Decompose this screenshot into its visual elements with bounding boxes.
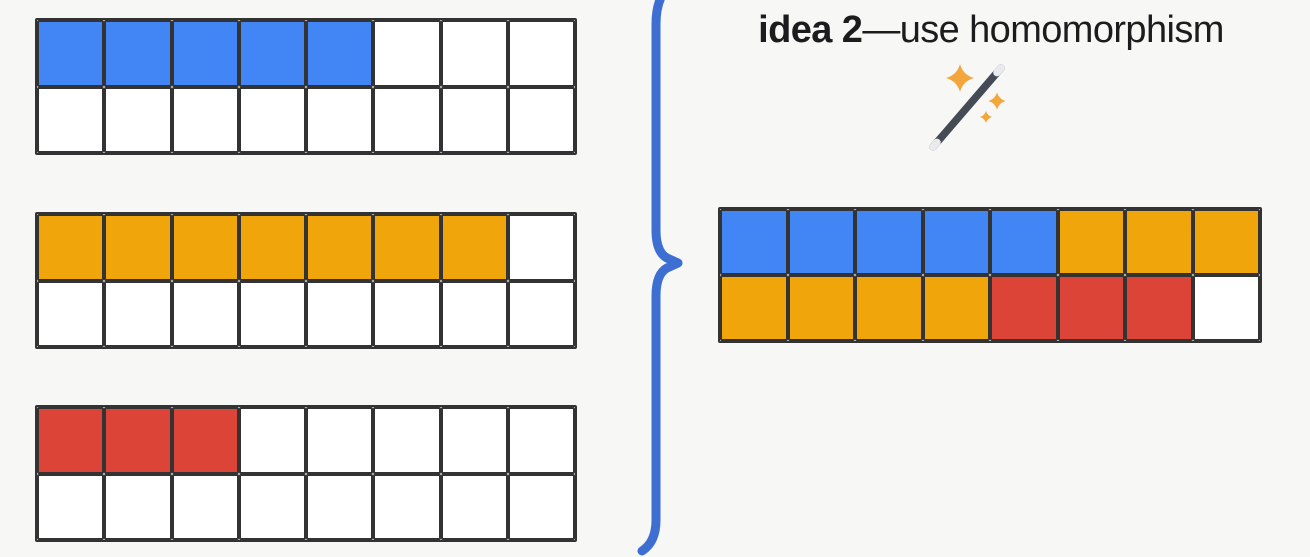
cell-result-r0c6-orange (1125, 209, 1193, 275)
cell-addend2-r1c0-white (37, 280, 105, 347)
curly-brace-path (637, 0, 683, 556)
cell-addend2-r0c1-orange (104, 214, 172, 281)
cell-addend1-r1c7-white (507, 86, 575, 153)
cell-result-r1c4-red (990, 275, 1058, 341)
cell-result-r1c1-orange (787, 275, 855, 341)
cell-result-r1c5-red (1057, 275, 1125, 341)
cell-addend2-r0c5-orange (373, 214, 441, 281)
cell-addend1-r1c5-white (373, 86, 441, 153)
cell-addend3-r0c0-red (37, 407, 105, 474)
cell-result-r0c1-blue (787, 209, 855, 275)
result-grid (718, 207, 1262, 343)
cell-addend2-r0c2-orange (171, 214, 239, 281)
cell-addend1-r1c3-white (238, 86, 306, 153)
cell-addend2-r1c2-white (171, 280, 239, 347)
cell-addend3-r1c4-white (306, 473, 374, 540)
cell-result-r0c5-orange (1057, 209, 1125, 275)
cell-result-r1c0-orange (720, 275, 788, 341)
title-rest: —use homomorphism (862, 9, 1224, 51)
cell-addend2-r1c6-white (440, 280, 508, 347)
cell-addend2-r0c3-orange (238, 214, 306, 281)
cell-addend3-r0c2-red (171, 407, 239, 474)
cell-addend3-r1c6-white (440, 473, 508, 540)
cell-result-r0c2-blue (855, 209, 923, 275)
addend-grid-3 (35, 405, 577, 542)
cell-addend1-r0c1-blue (104, 20, 172, 87)
cell-addend1-r1c2-white (171, 86, 239, 153)
cell-result-r1c6-red (1125, 275, 1193, 341)
cell-addend1-r0c0-blue (37, 20, 105, 87)
cell-addend3-r0c7-white (507, 407, 575, 474)
wand-stick (929, 64, 1005, 151)
cell-addend3-r0c4-white (306, 407, 374, 474)
cell-addend1-r0c6-white (440, 20, 508, 87)
cell-addend2-r1c4-white (306, 280, 374, 347)
cell-addend1-r0c2-blue (171, 20, 239, 87)
cell-addend3-r1c3-white (238, 473, 306, 540)
slide-title: idea 2—use homomorphism (711, 8, 1271, 54)
cell-result-r0c3-blue (922, 209, 990, 275)
cell-addend1-r0c7-white (507, 20, 575, 87)
cell-addend1-r0c5-white (373, 20, 441, 87)
cell-addend2-r1c5-white (373, 280, 441, 347)
cell-addend3-r1c7-white (507, 473, 575, 540)
cell-addend3-r1c5-white (373, 473, 441, 540)
cell-result-r0c4-blue (990, 209, 1058, 275)
cell-addend1-r1c6-white (440, 86, 508, 153)
wand-tip-top (993, 64, 1005, 77)
cell-addend1-r1c0-white (37, 86, 105, 153)
cell-addend2-r0c4-orange (306, 214, 374, 281)
cell-result-r0c7-orange (1192, 209, 1260, 275)
sparkle-medium-icon (988, 92, 1006, 110)
cell-addend1-r0c3-blue (238, 20, 306, 87)
cell-addend3-r1c0-white (37, 473, 105, 540)
cell-addend2-r0c0-orange (37, 214, 105, 281)
cell-addend2-r0c6-orange (440, 214, 508, 281)
sparkle-small-icon (980, 111, 992, 123)
cell-addend2-r1c7-white (507, 280, 575, 347)
curly-brace (637, 0, 683, 556)
sparkle-large-icon (946, 64, 974, 92)
cell-addend3-r0c5-white (373, 407, 441, 474)
cell-addend3-r1c2-white (171, 473, 239, 540)
cell-result-r1c2-orange (855, 275, 923, 341)
cell-addend2-r0c7-white (507, 214, 575, 281)
magic-wand-icon (929, 64, 1006, 151)
cell-addend3-r0c6-white (440, 407, 508, 474)
cell-addend3-r1c1-white (104, 473, 172, 540)
cell-result-r1c3-orange (922, 275, 990, 341)
cell-addend2-r1c1-white (104, 280, 172, 347)
cell-addend2-r1c3-white (238, 280, 306, 347)
cell-result-r0c0-blue (720, 209, 788, 275)
addend-grid-1 (35, 18, 577, 155)
cell-addend1-r1c4-white (306, 86, 374, 153)
addend-grid-2 (35, 212, 577, 349)
cell-addend3-r0c3-white (238, 407, 306, 474)
cell-addend1-r0c4-blue (306, 20, 374, 87)
cell-addend1-r1c1-white (104, 86, 172, 153)
cell-result-r1c7-white (1192, 275, 1260, 341)
wand-tip-bottom (929, 138, 941, 151)
title-bold: idea 2 (758, 9, 863, 51)
cell-addend3-r0c1-red (104, 407, 172, 474)
